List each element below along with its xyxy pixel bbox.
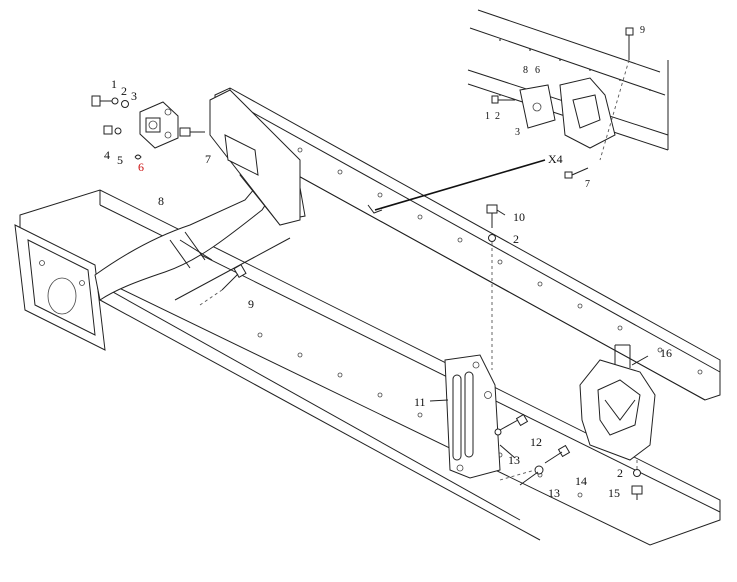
callout-2b: 2: [513, 232, 519, 246]
callout-1: 1: [111, 77, 117, 91]
callout-7: 7: [205, 152, 211, 166]
callout-15: 15: [608, 486, 620, 500]
inset-callout-9: 9: [640, 25, 645, 36]
inset-labels: X4 8 6 1 2 3 7 9: [485, 25, 645, 190]
rear-bracket: [444, 354, 501, 479]
callout-6: 6: [138, 160, 144, 174]
callout-4: 4: [104, 148, 110, 162]
callout-16: 16: [660, 346, 672, 360]
inset-callout-7: 7: [585, 179, 590, 190]
inset-callout-2: 2: [495, 111, 500, 122]
bolt-14: [499, 444, 571, 481]
inset-callout-6: 6: [535, 65, 540, 76]
callout-2c: 2: [617, 466, 623, 480]
inset-leader-line: [374, 159, 546, 211]
inset-title-x4: X4: [548, 152, 563, 166]
callout-3: 3: [131, 89, 137, 103]
callout-5: 5: [117, 153, 123, 167]
bolt-9: [199, 263, 247, 306]
upper-bracket: [209, 89, 301, 226]
bolt-15: [631, 460, 643, 500]
front-mount-plate: [14, 224, 106, 351]
bolt-12: [494, 413, 529, 436]
callout-14: 14: [575, 474, 587, 488]
inset-leader-mark: [367, 204, 383, 214]
callout-11: 11: [414, 395, 426, 409]
callout-labels: 1 2 3 4 5 6 7 8 9 10 2 11 12 13 13 14 16…: [104, 77, 672, 500]
engine-mount-16: [579, 344, 656, 461]
callout-13b: 13: [548, 486, 560, 500]
inset-callout-1: 1: [485, 111, 490, 122]
inset-callout-3: 3: [515, 127, 520, 138]
callout-leaders: [179, 209, 649, 486]
callout-8: 8: [158, 194, 164, 208]
callout-10: 10: [513, 210, 525, 224]
callout-2: 2: [121, 84, 127, 98]
inset-callout-8: 8: [523, 65, 528, 76]
bolt-10: [486, 204, 498, 370]
callout-12: 12: [530, 435, 542, 449]
inset-detail-x4: [467, 9, 669, 179]
small-mount-block: [91, 95, 205, 160]
callout-13a: 13: [508, 453, 520, 467]
callout-9: 9: [248, 297, 254, 311]
